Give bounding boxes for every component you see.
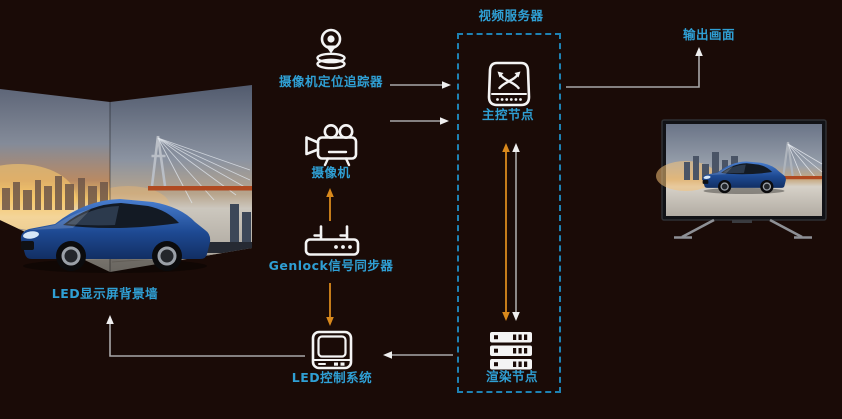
server-rack-icon — [490, 332, 532, 370]
camera-label: 摄像机 — [311, 165, 351, 180]
tracker-label: 摄像机定位追踪器 — [278, 74, 384, 89]
arrow-tracker-to-master — [390, 81, 451, 89]
arrow-master-to-output — [566, 47, 703, 88]
led-wall-left-panel — [0, 89, 110, 272]
tv-monitor-photo — [656, 119, 827, 239]
master-node-label: 主控节点 — [481, 107, 535, 122]
tv-bridge — [780, 141, 823, 180]
video-switch-icon — [487, 61, 531, 107]
arrow-camera-to-master — [390, 117, 449, 125]
video-server-label: 视频服务器 — [478, 8, 544, 23]
led-controller-label: LED控制系统 — [291, 370, 373, 385]
genlock-sync-icon — [304, 225, 360, 256]
output-label: 输出画面 — [682, 27, 736, 42]
camera-tracker-icon — [316, 28, 346, 70]
video-server-box — [457, 33, 561, 393]
video-camera-icon — [305, 124, 358, 167]
led-controller-icon — [311, 330, 353, 370]
render-node-label: 渲染节点 — [485, 369, 539, 384]
arrow-genlock-to-camera — [326, 188, 334, 221]
led-wall-label: LED显示屏背景墙 — [51, 286, 159, 301]
arrow-genlock-to-ledcontroller — [326, 283, 334, 326]
genlock-label: Genlock信号同步器 — [268, 258, 394, 273]
arrow-render-to-ledcontroller — [383, 351, 453, 359]
tv-stand-legs — [674, 218, 812, 239]
city-skyline-left — [2, 176, 108, 212]
bridge — [148, 135, 252, 204]
led-wall-photo — [0, 85, 252, 274]
arrow-ledcontroller-to-wall — [106, 315, 305, 357]
tv-screen — [656, 124, 823, 216]
